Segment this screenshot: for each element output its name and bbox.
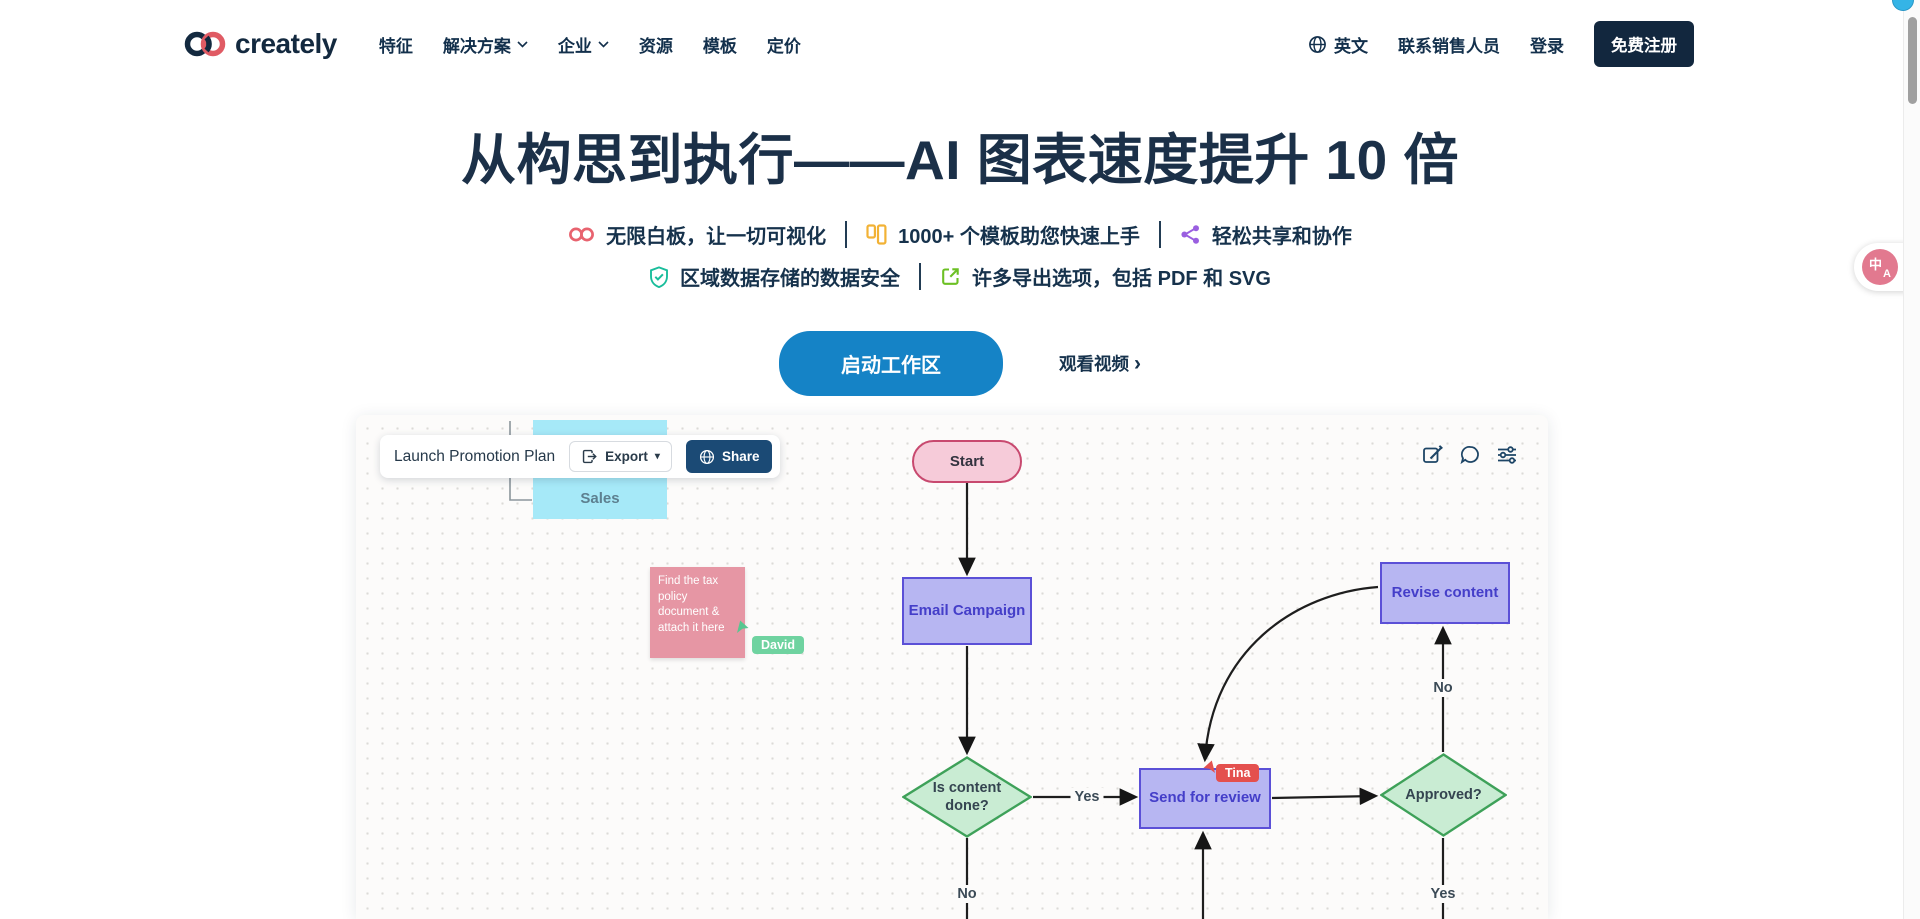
header: creately 特征 解决方案 企业 资源 模板 定价 英文 联系销售人员 登… xyxy=(0,0,1920,88)
tina-cursor-icon xyxy=(1203,760,1215,773)
feature-row-1: 无限白板，让一切可视化 1000+ 个模板助您快速上手 轻 xyxy=(0,220,1920,249)
export-icon xyxy=(942,268,959,285)
collaborator-label-tina: Tina xyxy=(1216,764,1260,782)
chevron-down-icon xyxy=(598,40,609,48)
email-campaign-node: Email Campaign xyxy=(902,577,1032,645)
nav-item-features[interactable]: 特征 xyxy=(378,36,413,56)
nav-item-templates[interactable]: 模板 xyxy=(702,36,737,56)
feature-whiteboard: 无限白板，让一切可视化 xyxy=(568,220,826,249)
divider xyxy=(919,263,922,290)
comment-icon[interactable] xyxy=(1459,444,1481,466)
signup-button[interactable]: 免费注册 xyxy=(1594,21,1694,67)
board-toolbar: Launch Promotion Plan Export ▾ Share xyxy=(380,435,781,478)
nav-item-resources[interactable]: 资源 xyxy=(638,36,673,56)
david-cursor-icon xyxy=(737,620,749,633)
divider xyxy=(1158,221,1161,248)
export-button[interactable]: Export ▾ xyxy=(569,441,672,472)
nav-item-solutions[interactable]: 解决方案 xyxy=(443,32,528,57)
flow-connectors xyxy=(509,421,1452,919)
edit-icon[interactable] xyxy=(1422,444,1444,466)
cta-row: 启动工作区 观看视频 › xyxy=(0,331,1920,396)
globe-icon xyxy=(1309,35,1326,53)
page-title: 从构思到执行——AI 图表速度提升 10 倍 xyxy=(460,129,1460,191)
revise-content-node: Revise content xyxy=(1380,562,1510,624)
approved-decision: Approved? xyxy=(1379,753,1508,837)
diagram-canvas: Sales Start Email Campaign xyxy=(356,415,1548,919)
hero-section: 从构思到执行——AI 图表速度提升 10 倍 无限白板，让一切可视化 1000+… xyxy=(0,88,1920,396)
share-button[interactable]: Share xyxy=(685,440,773,473)
edge-label-yes: Yes xyxy=(1426,885,1460,903)
creately-logo[interactable]: creately xyxy=(184,28,337,60)
board-corner-tools xyxy=(1422,444,1518,466)
chevron-down-icon xyxy=(517,40,528,48)
feature-collaboration: 轻松共享和协作 xyxy=(1180,220,1352,249)
chevron-right-icon: › xyxy=(1134,352,1141,375)
main-nav: 特征 解决方案 企业 资源 模板 定价 xyxy=(379,32,801,57)
templates-icon xyxy=(866,224,887,245)
nav-item-pricing[interactable]: 定价 xyxy=(766,36,801,56)
contact-sales-link[interactable]: 联系销售人员 xyxy=(1398,36,1500,56)
collaborator-label-david: David xyxy=(752,636,805,654)
feature-security: 区域数据存储的数据安全 xyxy=(649,262,900,291)
diamond-shape xyxy=(901,756,1033,838)
is-content-done-decision: Is content done? xyxy=(901,756,1033,838)
scrollbar-thumb[interactable] xyxy=(1908,17,1917,104)
divider xyxy=(845,221,848,248)
caret-down-icon: ▾ xyxy=(654,451,660,462)
language-switcher[interactable]: 英文 xyxy=(1308,32,1368,57)
diamond-shape xyxy=(1379,753,1508,837)
creately-logo-icon xyxy=(184,31,226,57)
sticky-note: Find the tax policy document & attach it… xyxy=(650,567,745,658)
shield-check-icon xyxy=(650,265,668,288)
watch-video-link[interactable]: 观看视频 › xyxy=(1059,352,1141,375)
share-icon xyxy=(1181,225,1199,244)
scrollbar[interactable] xyxy=(1903,0,1920,919)
globe-icon xyxy=(699,449,714,464)
edge-label-yes: Yes xyxy=(1070,788,1104,806)
infinity-icon xyxy=(569,227,595,242)
edge-label-no: No xyxy=(953,885,981,903)
export-arrow-icon xyxy=(582,449,597,464)
header-right: 英文 联系销售人员 登录 免费注册 xyxy=(1308,21,1694,67)
feature-export: 许多导出选项，包括 PDF 和 SVG xyxy=(940,262,1271,291)
logo-text: creately xyxy=(235,28,337,59)
feature-row-2: 区域数据存储的数据安全 许多导出选项，包括 PDF 和 SVG xyxy=(0,262,1920,291)
start-node: Start xyxy=(912,440,1022,483)
sliders-icon[interactable] xyxy=(1496,444,1518,466)
launch-workspace-button[interactable]: 启动工作区 xyxy=(779,331,1003,396)
edge-label-no: No xyxy=(1429,679,1457,697)
feature-templates: 1000+ 个模板助您快速上手 xyxy=(866,220,1140,249)
nav-item-enterprise[interactable]: 企业 xyxy=(558,32,609,57)
document-title[interactable]: Launch Promotion Plan xyxy=(394,447,556,465)
login-link[interactable]: 登录 xyxy=(1530,36,1564,56)
